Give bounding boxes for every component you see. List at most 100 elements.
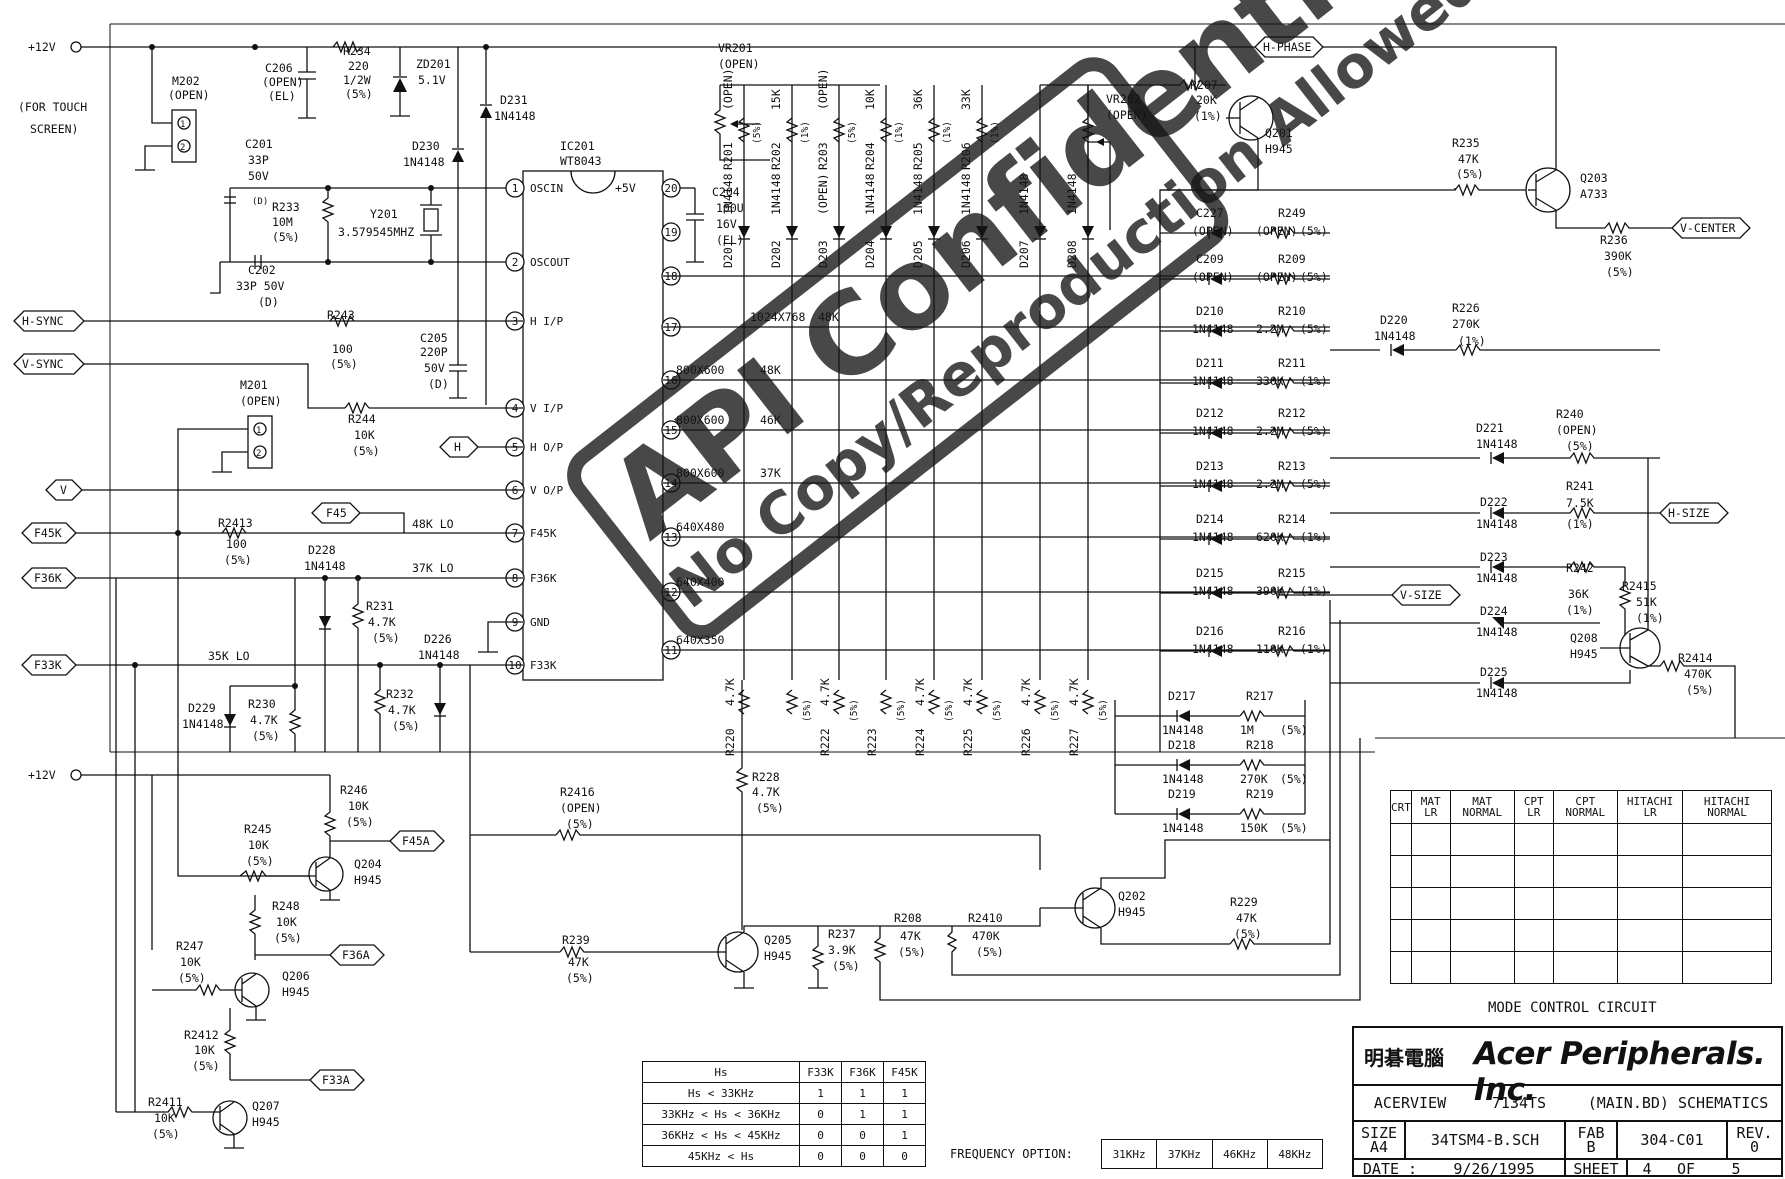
ic-pin-name: OSCIN [530,182,563,195]
mode-table-cell [1552,919,1619,952]
touch-screen-note-1: (FOR TOUCH [18,100,87,114]
size-label: SIZE [1360,1124,1398,1142]
r237-tol: (5%) [832,959,860,973]
f33k-label: F33K [34,658,62,672]
ic-pin-name: OSCOUT [530,256,570,269]
c206-value: (OPEN) [262,75,304,89]
c204-voltage: 16V [716,217,737,231]
ic-gnd-wiring [478,621,523,653]
r2415-value: 51K [1636,595,1657,609]
mode-table-row [1390,887,1772,920]
ladder-resistor-ref: R214 [1278,512,1306,526]
c205-ref: C205 [420,331,448,345]
r246-value: 10K [348,799,369,813]
r248-tol: (5%) [274,931,302,945]
hs-table-cell: Hs < 33KHz [642,1082,800,1104]
right-output-network [1330,451,1736,738]
zd201-ref: ZD201 [416,57,451,71]
hs-table-cell: 0 [799,1103,842,1125]
vertical-resistor-value: 36K [911,89,925,110]
title-company-row: 明碁電腦 Acer Peripherals. Inc. [1354,1028,1781,1108]
vertical-diode-ref: D206 [959,240,973,268]
r236-ref: R236 [1600,233,1628,247]
hs-header-cell: Hs [642,1061,800,1083]
r237-ref: R237 [828,927,856,941]
r230-value: 4.7K [250,713,278,727]
r-d-columns: R201(OPEN)(5%)D2011N4148R20215K(1%)D2021… [721,68,1094,680]
company-name: Acer Peripherals. Inc. [1474,1036,1766,1108]
vertical-diode-part: 1N4148 [863,173,877,215]
freq-option-cell: 48KHz [1266,1139,1324,1169]
vertical-diode-part: 1N4148 [1065,173,1079,215]
r2411-value: 10K [154,1111,175,1125]
ladder-diode-part: 1N4148 [1192,374,1234,388]
ladder-resistor-value: 390K [1256,584,1284,598]
r242-ref: R242 [1566,561,1594,575]
ladder-diode-part: (OPEN) [1192,270,1234,284]
r239-tol: (5%) [566,971,594,985]
r208-tol: (5%) [898,945,926,959]
c201-type: (D) [252,197,268,207]
hs-table-cell: 1 [841,1082,884,1104]
mode-table-caption: MODE CONTROL CIRCUIT [1488,1000,1657,1016]
mode-header-cell: CPT NORMAL [1552,790,1619,824]
pulldown-ref: R226 [1019,728,1033,756]
m201-ref: M201 [240,378,268,392]
q203-part: A733 [1580,187,1608,201]
ladder-resistor-value: 620K [1256,530,1284,544]
pulldown-value: 4.7K [913,678,927,706]
vertical-diode-part: 1N4148 [769,173,783,215]
vertical-diode-ref: D204 [863,240,877,268]
mode-table-cell [1410,951,1451,984]
mode-table-row [1390,951,1772,984]
mode-header-cell: MAT NORMAL [1449,790,1515,824]
ladder-resistor-tol: (5%) [1300,270,1328,284]
hs-table-cell: 1 [799,1082,842,1104]
q207-part: H945 [252,1115,280,1129]
ladder-resistor-value: 2.2M [1256,477,1284,491]
ladder-lower-resistor-tol: (5%) [1280,723,1308,737]
r244-tol: (5%) [352,444,380,458]
r245-tol: (5%) [246,854,274,868]
sheet-of-label: OF [1676,1159,1696,1178]
r247-tol: (5%) [178,971,206,985]
d222-ref: D222 [1480,495,1508,509]
r240-value: (OPEN) [1556,423,1598,437]
vr202-ref: VR202 [1106,92,1141,106]
c201-voltage: 50V [248,169,269,183]
pulldown-tol: (5%) [992,699,1003,722]
r243-ref: R243 [327,308,355,322]
c202-value: 33P 50V [236,279,285,293]
mode-table-cell [1410,887,1451,920]
d229-ref: D229 [188,701,216,715]
q201-part: H945 [1265,142,1293,156]
ic-pin-name: GND [530,616,550,629]
ic-pin-name: H I/P [530,315,563,328]
ladder-diode-ref: C227 [1196,206,1224,220]
svg-text:2: 2 [180,143,185,153]
ladder-lower-resistor-value: 270K [1240,772,1268,786]
r232-tol: (5%) [392,719,420,733]
freq-option-cell: 31KHz [1100,1139,1158,1169]
r228-value: 4.7K [752,785,780,799]
r245-ref: R245 [244,822,272,836]
r235-ref: R235 [1452,136,1480,150]
vertical-resistor-tol: (1%) [800,121,811,144]
pulldown-ref: R223 [865,728,879,756]
mode-table-row [1390,919,1772,952]
pulldown-tol: (5%) [896,699,907,722]
vertical-resistor-value: (OPEN) [816,68,830,110]
ladder-lower-resistor-ref: R219 [1246,787,1274,801]
mode-resolution: 1024X768 [750,310,805,324]
r229-tol: (5%) [1234,927,1262,941]
ic-pin-name: V I/P [530,402,563,415]
r243-tol: (5%) [330,357,358,371]
pulldown-ref: R222 [818,728,832,756]
mode-table-cell [1449,951,1515,984]
